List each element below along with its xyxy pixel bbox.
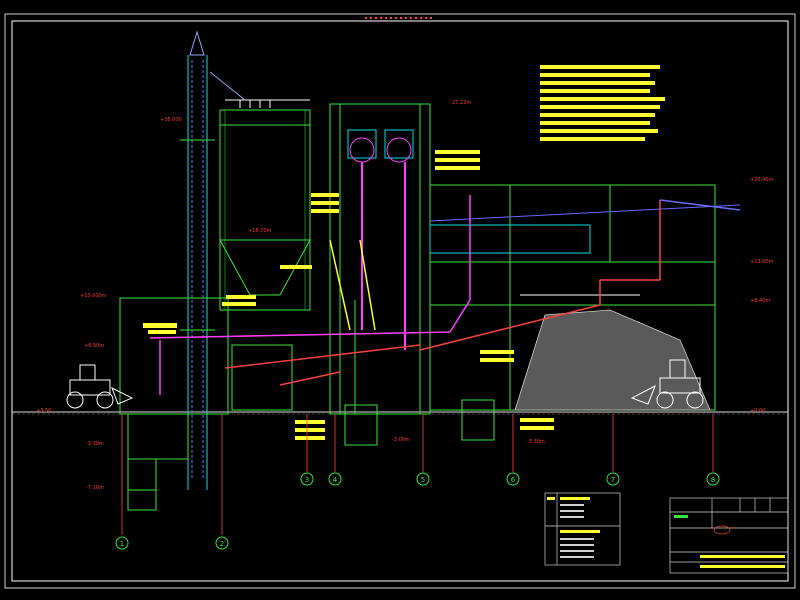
elevation-label: +6.50m	[84, 343, 104, 349]
axis-number-1: 1	[120, 540, 124, 548]
elevation-label: +3.50	[36, 408, 51, 414]
inner-frame	[11, 20, 789, 582]
wheel-loader-left	[66, 364, 134, 409]
wheel-loader-right	[630, 359, 704, 409]
elevation-label: +18.70m	[248, 228, 272, 234]
axis-numbers: 1 2 3 4 5 6 7 8	[120, 476, 715, 548]
elevation-label: -3.00m	[392, 437, 410, 443]
axis-number-8: 8	[711, 476, 715, 484]
title-block	[669, 497, 789, 574]
axis-number-5: 5	[421, 476, 425, 484]
elevation-label: -3.30m	[86, 441, 104, 447]
axis-number-3: 3	[305, 476, 309, 484]
elevation-label: 27.22m	[452, 100, 471, 106]
grid-axes	[121, 414, 714, 535]
central-tower	[329, 103, 431, 415]
axis-number-7: 7	[611, 476, 615, 484]
elevation-label: +20.45m	[750, 177, 774, 183]
legend-table	[544, 492, 621, 566]
elevation-labels: +36.000 27.22m +18.70m +10.000m +6.50m +…	[36, 100, 774, 491]
left-feed-building	[119, 297, 495, 511]
elevation-label: -7.10m	[86, 485, 104, 491]
conveyor-lines	[149, 195, 741, 395]
axis-number-6: 6	[511, 476, 516, 484]
elevation-label: +0.00	[750, 408, 765, 414]
callout-leaders	[143, 65, 665, 440]
elevation-label: +13.00m	[750, 259, 774, 265]
elevation-label: +36.000	[160, 117, 182, 123]
axis-number-4: 4	[333, 476, 338, 484]
aggregate-pile	[514, 309, 711, 411]
axis-bubbles	[115, 472, 720, 550]
bin-building	[209, 71, 311, 311]
elevation-label: +8.40m	[750, 298, 770, 304]
bucket-elevator-tower	[180, 30, 215, 490]
axis-number-2: 2	[220, 540, 224, 548]
elevation-label: +10.000m	[80, 293, 107, 299]
elevation-label: -3.30m	[527, 439, 545, 445]
outer-frame	[4, 13, 796, 589]
